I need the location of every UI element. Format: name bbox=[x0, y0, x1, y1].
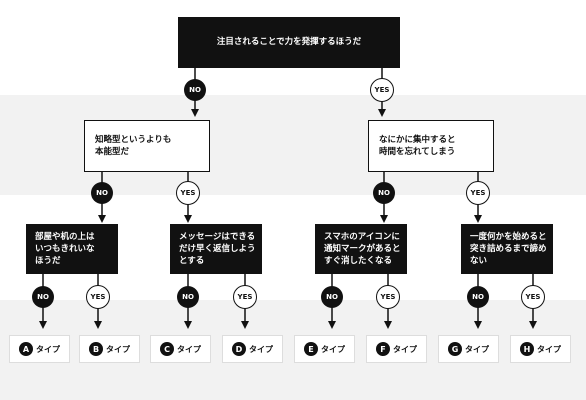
result-label: タイプ bbox=[249, 344, 273, 354]
question-l3-2: メッセージはできるだけ早く返信しようとする bbox=[170, 224, 262, 274]
result-letter: B bbox=[89, 342, 103, 356]
no-badge: NO bbox=[373, 182, 395, 204]
result-letter: H bbox=[520, 342, 534, 356]
result-type-b: B タイプ bbox=[79, 335, 140, 363]
result-letter: D bbox=[232, 342, 246, 356]
result-label: タイプ bbox=[36, 344, 60, 354]
result-type-d: D タイプ bbox=[222, 335, 283, 363]
yes-badge: YES bbox=[466, 181, 490, 205]
yes-badge: YES bbox=[370, 78, 394, 102]
question-l3-4: 一度何かを始めると突き詰めるまで諦めない bbox=[461, 224, 553, 274]
result-letter: F bbox=[376, 342, 390, 356]
root-question: 注目されることで力を発揮するほうだ bbox=[178, 17, 400, 68]
question-l2-left: 知略型というよりも本能型だ bbox=[84, 120, 210, 172]
result-label: タイプ bbox=[106, 344, 130, 354]
result-label: タイプ bbox=[537, 344, 561, 354]
result-letter: E bbox=[304, 342, 318, 356]
no-badge: NO bbox=[321, 286, 343, 308]
yes-badge: YES bbox=[376, 285, 400, 309]
no-badge: NO bbox=[184, 79, 206, 101]
no-badge: NO bbox=[91, 182, 113, 204]
question-l3-3: スマホのアイコンに通知マークがあるとすぐ消したくなる bbox=[315, 224, 407, 274]
result-letter: G bbox=[448, 342, 462, 356]
result-type-c: C タイプ bbox=[150, 335, 211, 363]
result-type-f: F タイプ bbox=[366, 335, 427, 363]
yes-badge: YES bbox=[521, 285, 545, 309]
yes-badge: YES bbox=[86, 285, 110, 309]
question-l3-1: 部屋や机の上はいつもきれいなほうだ bbox=[26, 224, 118, 274]
no-badge: NO bbox=[467, 286, 489, 308]
result-type-g: G タイプ bbox=[438, 335, 499, 363]
yes-badge: YES bbox=[233, 285, 257, 309]
no-badge: NO bbox=[32, 286, 54, 308]
result-label: タイプ bbox=[393, 344, 417, 354]
question-l2-right: なにかに集中すると時間を忘れてしまう bbox=[368, 120, 494, 172]
result-type-e: E タイプ bbox=[294, 335, 355, 363]
no-badge: NO bbox=[177, 286, 199, 308]
result-label: タイプ bbox=[321, 344, 345, 354]
result-label: タイプ bbox=[177, 344, 201, 354]
root-question-text: 注目されることで力を発揮するほうだ bbox=[216, 37, 362, 48]
result-letter: C bbox=[160, 342, 174, 356]
yes-badge: YES bbox=[176, 181, 200, 205]
result-type-h: H タイプ bbox=[510, 335, 571, 363]
result-label: タイプ bbox=[465, 344, 489, 354]
result-letter: A bbox=[19, 342, 33, 356]
result-type-a: A タイプ bbox=[9, 335, 70, 363]
